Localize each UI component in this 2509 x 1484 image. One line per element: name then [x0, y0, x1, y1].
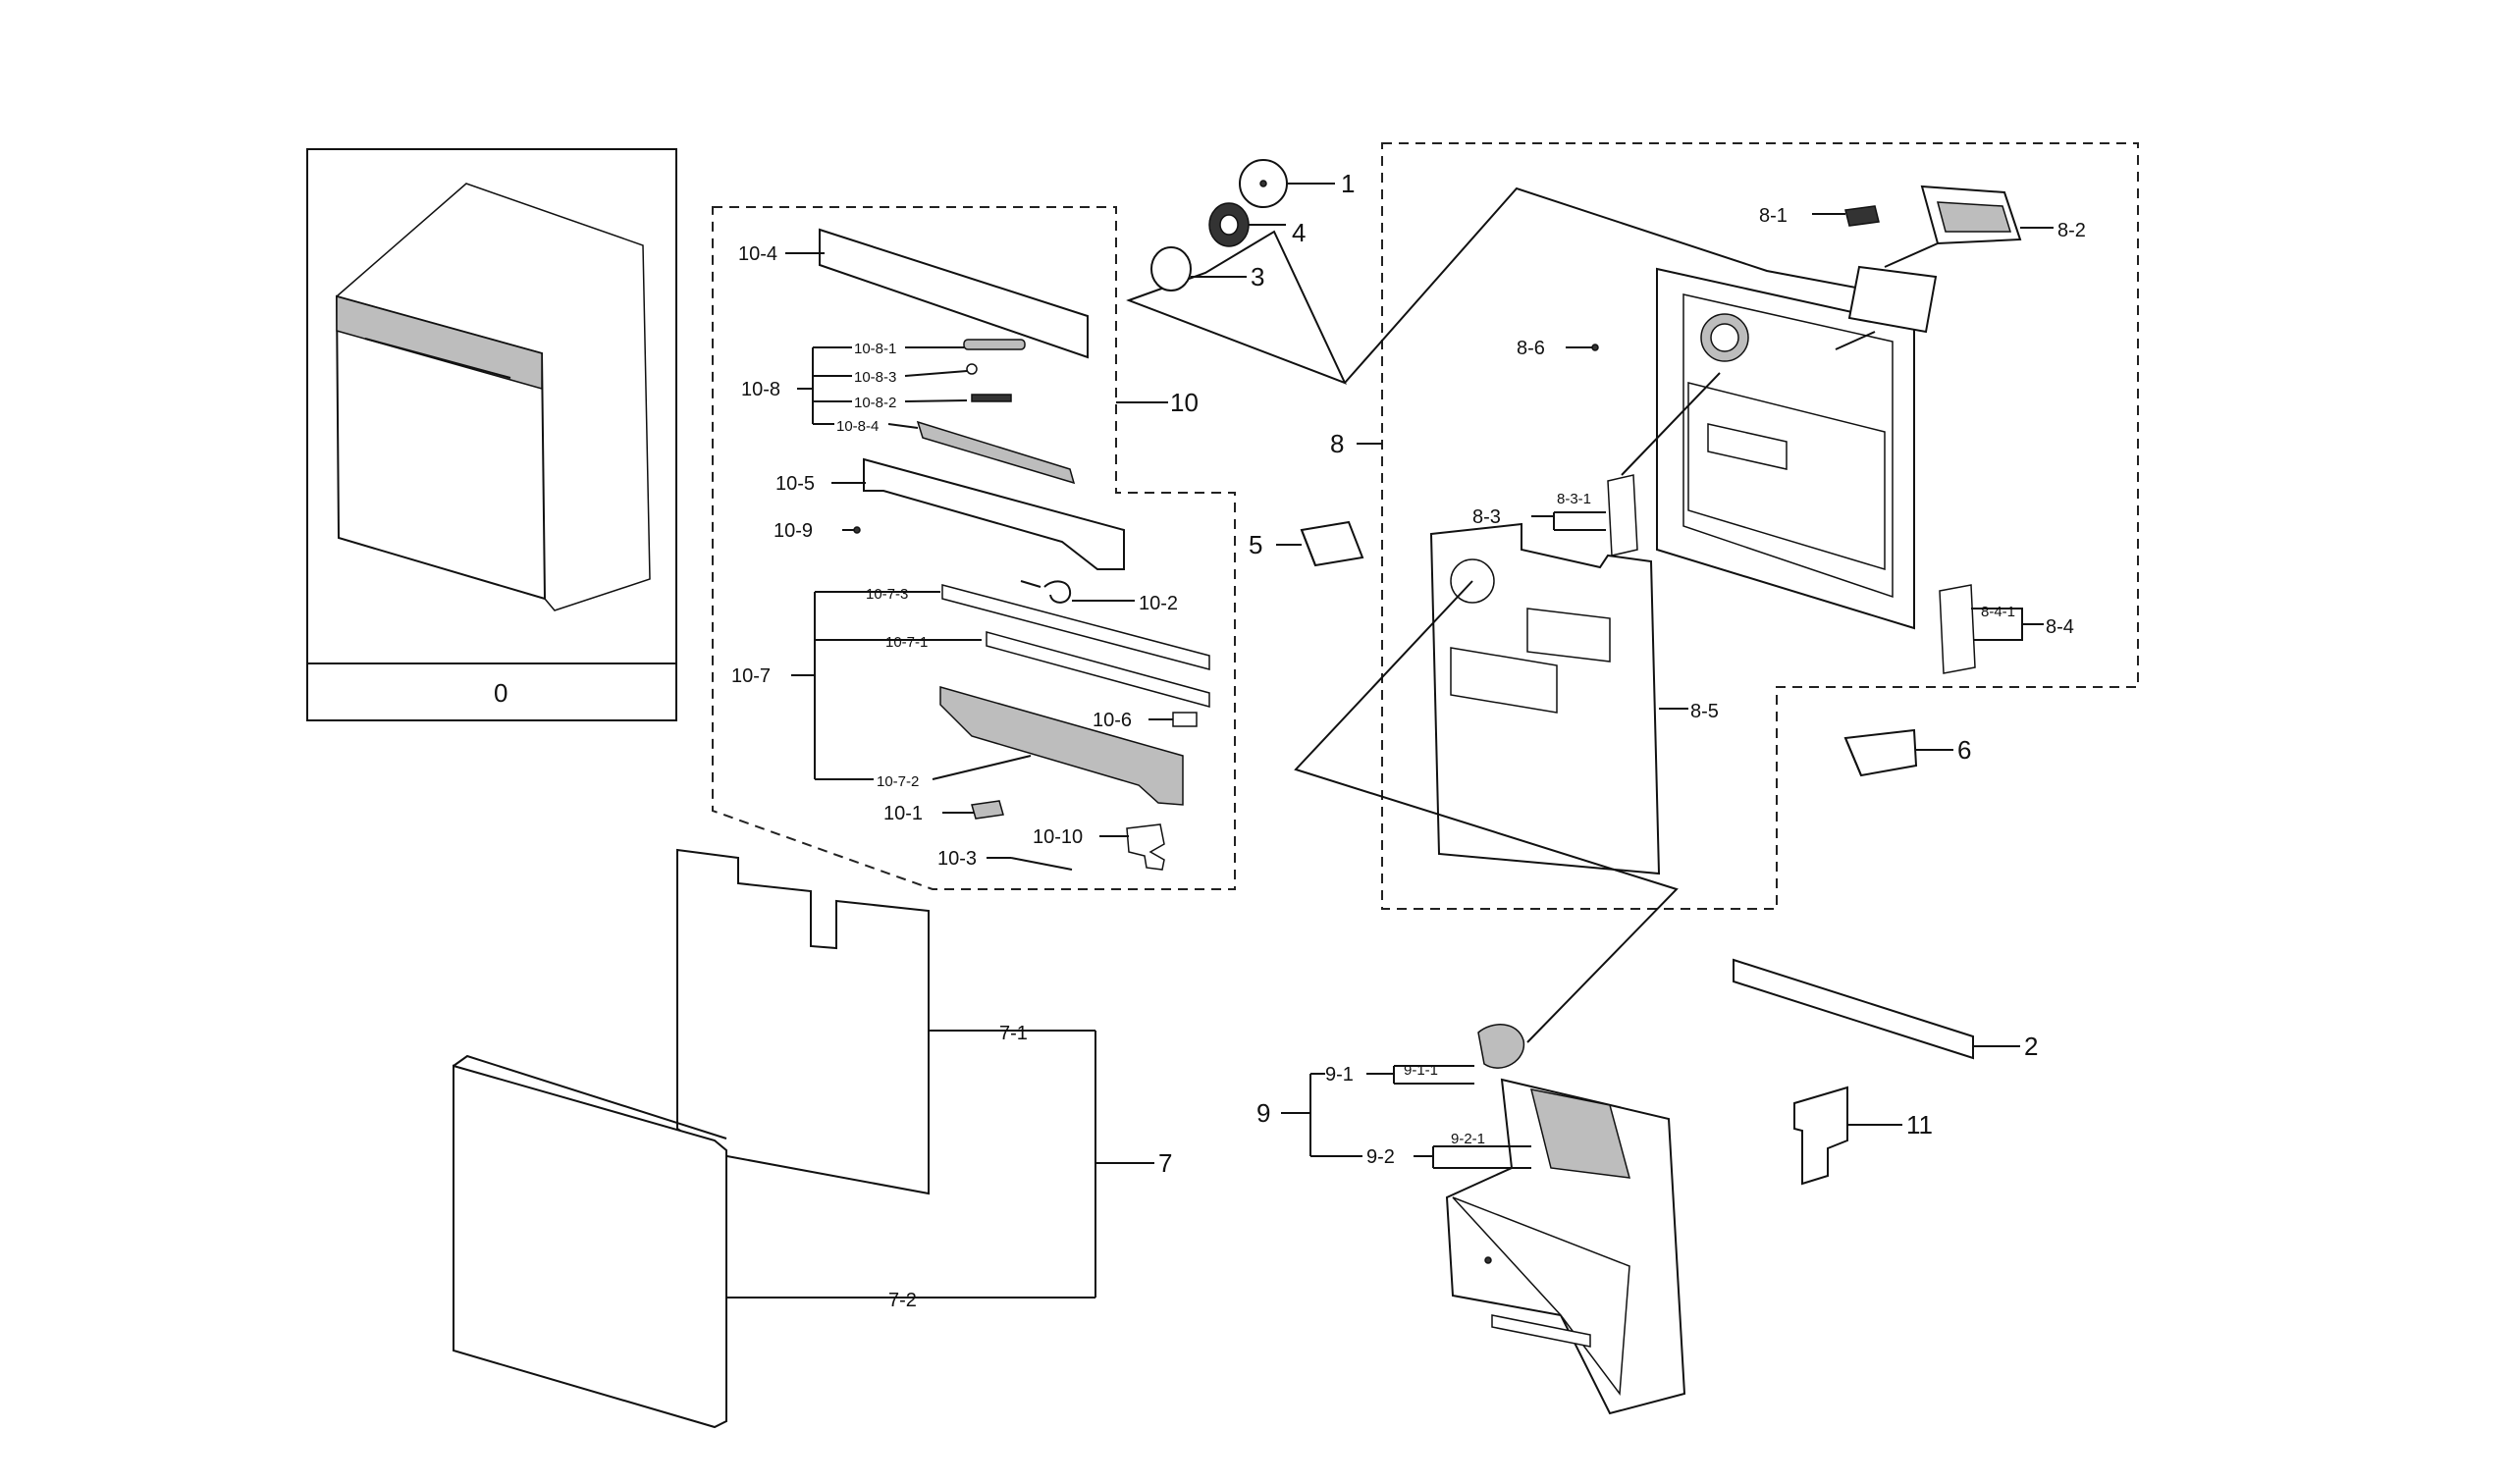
- part-10-8-1: [963, 339, 1026, 350]
- label-10-4: 10-4: [738, 243, 777, 265]
- part-10-2-spring: [1043, 580, 1072, 604]
- label-0: 0: [494, 678, 507, 708]
- part-8-1: [1844, 205, 1880, 227]
- label-10-7-2: 10-7-2: [877, 773, 919, 790]
- label-8-3-1: 8-3-1: [1557, 491, 1591, 507]
- part-5-group: 5: [1249, 520, 1364, 567]
- part-11-group: 11: [1793, 1086, 1933, 1186]
- inner-door-leader: [1344, 186, 1925, 384]
- label-5: 5: [1249, 530, 1262, 559]
- group-8-inner-door: 8 8-1 8-2 8-6 8-3 8-3-1: [1294, 142, 2139, 1043]
- part-9-bracket: [1491, 1314, 1591, 1348]
- part-10-8-3: [966, 363, 978, 375]
- label-8-2: 8-2: [2057, 220, 2086, 241]
- label-6: 6: [1957, 735, 1971, 765]
- part-6-group: 6: [1843, 728, 1971, 777]
- inner-door-panel-inset: [1687, 382, 1886, 571]
- part-10-8-4: [916, 420, 1076, 485]
- part-2-group: 2: [1733, 958, 2038, 1061]
- part-10-8-2: [971, 394, 1012, 402]
- bracket-10-7: [814, 591, 982, 780]
- group-10-control-panel: 10-4 10-8 10-8-1 10-8-3 10-8-2 10-8-4 10…: [712, 206, 1236, 890]
- part-8-6-screw: [1591, 344, 1599, 351]
- label-8-4-1: 8-4-1: [1981, 604, 2015, 620]
- group-9-sump-assembly: 9 9-1 9-2 9-1-1 9-2-1: [1256, 1024, 1686, 1415]
- dishwasher-handle: [364, 338, 511, 379]
- label-10-3: 10-3: [937, 848, 977, 870]
- part-11: [1793, 1086, 1848, 1186]
- part-2-rail: [1733, 958, 1974, 1060]
- knob-assembly: 1 4 3: [1126, 159, 1355, 385]
- part-10-7-3: [941, 584, 1210, 670]
- label-10-8-3: 10-8-3: [854, 369, 896, 386]
- label-10-5: 10-5: [775, 473, 815, 495]
- part-10-1: [971, 800, 1004, 820]
- part-10-3: [1010, 857, 1073, 871]
- label-8-6: 8-6: [1517, 338, 1545, 359]
- part-6: [1843, 728, 1918, 777]
- label-9-2-1: 9-2-1: [1451, 1131, 1485, 1147]
- label-10: 10: [1170, 388, 1199, 417]
- label-10-1: 10-1: [883, 803, 923, 824]
- label-10-8: 10-8: [741, 379, 780, 400]
- insulation-leader: [1294, 580, 1679, 1043]
- part-7-2-door: [453, 1064, 727, 1429]
- assembly-view-box: 0: [306, 148, 677, 721]
- inner-door-vent: [1707, 423, 1788, 470]
- part-8-4-1-hinge: [1939, 584, 1976, 674]
- part-9-1-1-motor: [1477, 1024, 1525, 1069]
- label-10-8-2: 10-8-2: [854, 395, 896, 411]
- label-4: 4: [1292, 218, 1306, 247]
- label-8: 8: [1330, 429, 1344, 458]
- label-9-1-1: 9-1-1: [1404, 1062, 1438, 1079]
- label-1: 1: [1341, 169, 1355, 198]
- label-7-1: 7-1: [999, 1023, 1028, 1044]
- label-8-1: 8-1: [1759, 205, 1788, 227]
- part-3-ring: [1150, 246, 1192, 292]
- bracket-8-3: [1553, 511, 1606, 531]
- label-10-6: 10-6: [1093, 710, 1132, 731]
- label-9-2: 9-2: [1366, 1146, 1395, 1168]
- label-10-7-3: 10-7-3: [866, 586, 908, 603]
- label-10-7-1: 10-7-1: [885, 634, 928, 651]
- label-10-2: 10-2: [1139, 593, 1178, 614]
- part-10-9-screw: [853, 526, 861, 534]
- label-11: 11: [1906, 1110, 1933, 1140]
- label-8-5: 8-5: [1690, 701, 1719, 722]
- label-10-10: 10-10: [1033, 826, 1083, 848]
- bracket-10-8: [812, 346, 852, 425]
- label-7-2: 7-2: [888, 1290, 917, 1311]
- label-8-3: 8-3: [1472, 506, 1501, 528]
- label-7: 7: [1158, 1148, 1172, 1178]
- part-5: [1300, 520, 1364, 567]
- part-10-7-2: [939, 686, 1184, 806]
- insulation-cutout-2: [1450, 647, 1558, 714]
- group-8-dashed-boundary: [1381, 142, 2139, 910]
- part-8-3-1-hinge: [1607, 474, 1638, 556]
- label-9: 9: [1256, 1098, 1270, 1128]
- group-7-outer-door: 7-1 7-2 7: [453, 848, 1172, 1429]
- bracket-9: [1309, 1073, 1362, 1157]
- label-10-8-4: 10-8-4: [836, 418, 879, 435]
- dishwasher-control-panel: [336, 295, 543, 390]
- part-10-4-trim: [819, 228, 1089, 359]
- group-10-dashed-boundary: [712, 206, 1236, 890]
- label-2: 2: [2024, 1032, 2038, 1061]
- label-8-4: 8-4: [2046, 616, 2074, 638]
- label-10-9: 10-9: [774, 520, 813, 542]
- insulation-cutout-1: [1526, 608, 1611, 662]
- part-10-10: [1126, 823, 1165, 871]
- part-10-6: [1172, 712, 1198, 727]
- part-10-7-1: [986, 631, 1210, 708]
- label-10-7: 10-7: [731, 665, 771, 687]
- label-9-1: 9-1: [1325, 1064, 1354, 1086]
- label-10-8-1: 10-8-1: [854, 341, 896, 357]
- label-3: 3: [1251, 262, 1264, 292]
- part-9-2-1-pump: [1529, 1088, 1631, 1179]
- part-10-5-frame: [863, 457, 1125, 570]
- part-8-2-gasket: [1847, 265, 1938, 334]
